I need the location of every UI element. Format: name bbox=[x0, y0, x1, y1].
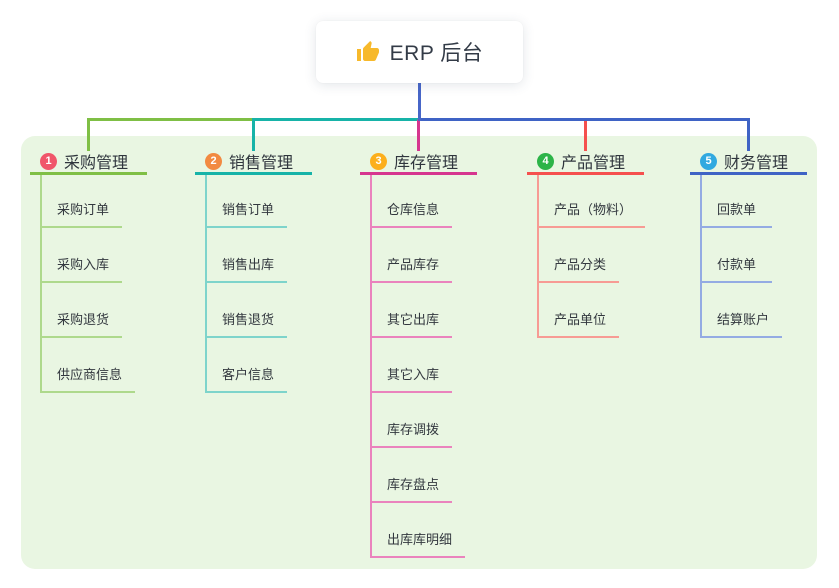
branch-children-list: 回款单付款单结算账户 bbox=[700, 175, 783, 338]
branch-topic[interactable]: 4 产品管理 产品（物料） 产品分类产品单位 bbox=[527, 150, 646, 338]
child-topic[interactable]: 销售退货 bbox=[207, 283, 288, 338]
child-topic[interactable]: 销售订单 bbox=[207, 175, 288, 228]
child-topic[interactable]: 出库库明细 bbox=[372, 503, 466, 558]
child-topic[interactable]: 产品库存 bbox=[372, 228, 453, 283]
branch-label: 销售管理 bbox=[229, 155, 294, 172]
branch-header[interactable]: 4 产品管理 bbox=[527, 150, 644, 175]
branch-topic[interactable]: 5 财务管理 回款单付款单结算账户 bbox=[690, 150, 807, 338]
branch-number-badge: 2 bbox=[205, 152, 222, 170]
child-topic[interactable]: 产品单位 bbox=[539, 283, 620, 338]
child-topic[interactable]: 库存盘点 bbox=[372, 448, 453, 503]
child-topic[interactable]: 其它出库 bbox=[372, 283, 453, 338]
child-topic[interactable]: 产品分类 bbox=[539, 228, 620, 283]
child-topic-label: 客户信息 bbox=[222, 367, 275, 382]
branch-label: 库存管理 bbox=[394, 155, 459, 172]
branch-label: 产品管理 bbox=[561, 155, 626, 172]
child-topic[interactable]: 产品（物料） bbox=[539, 175, 646, 228]
branch-number-badge: 1 bbox=[40, 152, 57, 170]
child-topic-label: 回款单 bbox=[717, 202, 757, 217]
child-topic[interactable]: 客户信息 bbox=[207, 338, 288, 393]
child-topic-label: 采购退货 bbox=[57, 312, 110, 327]
child-topic[interactable]: 结算账户 bbox=[702, 283, 783, 338]
branch-label: 采购管理 bbox=[64, 155, 129, 172]
child-topic[interactable]: 其它入库 bbox=[372, 338, 453, 393]
child-topic-label: 其它入库 bbox=[387, 367, 440, 382]
branch-number-badge: 5 bbox=[700, 152, 717, 170]
branch-topic[interactable]: 2 销售管理 销售订单销售出库销售退货客户信息 bbox=[195, 150, 312, 393]
root-topic-title: ERP 后台 bbox=[389, 42, 484, 65]
branch-topic[interactable]: 3 库存管理 仓库信息产品库存其它出库其它入库库存调拨库存盘点出库库明细 bbox=[360, 150, 477, 558]
branch-children-list: 产品（物料） 产品分类产品单位 bbox=[537, 175, 646, 338]
child-topic-label: 采购订单 bbox=[57, 202, 110, 217]
child-topic[interactable]: 采购订单 bbox=[42, 175, 123, 228]
child-topic-label: 出库库明细 bbox=[387, 532, 453, 547]
thumbs-up-icon bbox=[356, 40, 380, 64]
branch-topic[interactable]: 1 采购管理 采购订单采购入库采购退货供应商信息 bbox=[30, 150, 147, 393]
child-topic[interactable]: 库存调拨 bbox=[372, 393, 453, 448]
child-topic-label: 付款单 bbox=[717, 257, 757, 272]
child-topic[interactable]: 供应商信息 bbox=[42, 338, 136, 393]
branch-header[interactable]: 5 财务管理 bbox=[690, 150, 807, 175]
root-topic[interactable]: ERP 后台 bbox=[316, 21, 523, 83]
child-topic[interactable]: 付款单 bbox=[702, 228, 772, 283]
branch-children-list: 采购订单采购入库采购退货供应商信息 bbox=[40, 175, 136, 393]
child-topic-label: 仓库信息 bbox=[387, 202, 440, 217]
child-topic-label: 采购入库 bbox=[57, 257, 110, 272]
child-topic[interactable]: 仓库信息 bbox=[372, 175, 453, 228]
child-topic[interactable]: 采购退货 bbox=[42, 283, 123, 338]
child-topic-label: 销售订单 bbox=[222, 202, 275, 217]
branch-number-badge: 3 bbox=[370, 152, 387, 170]
branch-header[interactable]: 3 库存管理 bbox=[360, 150, 477, 175]
branch-children-list: 仓库信息产品库存其它出库其它入库库存调拨库存盘点出库库明细 bbox=[370, 175, 466, 558]
child-topic-label: 结算账户 bbox=[717, 312, 770, 327]
child-topic[interactable]: 回款单 bbox=[702, 175, 772, 228]
child-topic[interactable]: 销售出库 bbox=[207, 228, 288, 283]
branch-number-badge: 4 bbox=[537, 152, 554, 170]
child-topic-label: 销售出库 bbox=[222, 257, 275, 272]
child-topic-label: 库存调拨 bbox=[387, 422, 440, 437]
child-topic-label: 产品（物料） bbox=[554, 202, 633, 217]
branch-header[interactable]: 1 采购管理 bbox=[30, 150, 147, 175]
branch-label: 财务管理 bbox=[724, 155, 789, 172]
branch-header[interactable]: 2 销售管理 bbox=[195, 150, 312, 175]
child-topic-label: 产品单位 bbox=[554, 312, 607, 327]
child-topic[interactable]: 采购入库 bbox=[42, 228, 123, 283]
child-topic-label: 库存盘点 bbox=[387, 477, 440, 492]
child-topic-label: 产品库存 bbox=[387, 257, 440, 272]
branch-children-list: 销售订单销售出库销售退货客户信息 bbox=[205, 175, 288, 393]
child-topic-label: 其它出库 bbox=[387, 312, 440, 327]
child-topic-label: 产品分类 bbox=[554, 257, 607, 272]
mindmap-panel: 1 采购管理 采购订单采购入库采购退货供应商信息 2 销售管理 销售订单销售出库… bbox=[21, 136, 817, 569]
child-topic-label: 供应商信息 bbox=[57, 367, 123, 382]
child-topic-label: 销售退货 bbox=[222, 312, 275, 327]
